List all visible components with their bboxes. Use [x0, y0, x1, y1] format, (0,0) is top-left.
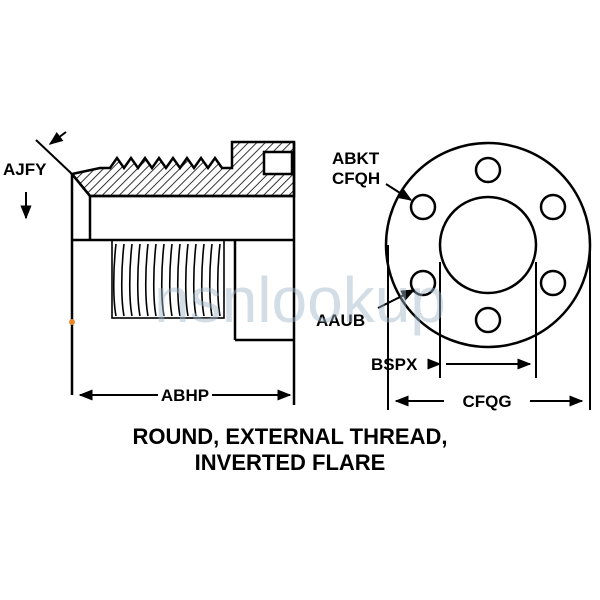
watermark-dot: [69, 319, 75, 325]
ajfy-label: AJFY: [3, 160, 47, 179]
side-view: [69, 140, 296, 405]
bolt-hole: [539, 269, 567, 297]
cfqg-dimension: [387, 245, 591, 410]
cfqh-label: CFQH: [332, 169, 380, 188]
aaub-label: AAUB: [316, 311, 365, 330]
watermark: nsnlookup: [154, 264, 446, 336]
bore-circle: [438, 195, 538, 295]
upper-wall-section: [69, 140, 296, 198]
head-slot: [262, 150, 294, 176]
bolt-hole: [474, 306, 502, 334]
ajfy-dimension: [20, 131, 73, 220]
bspx-dimension: [427, 262, 537, 378]
abkt-label: ABKT: [332, 149, 380, 168]
bolt-hole: [409, 193, 437, 221]
caption-line-2: INVERTED FLARE: [195, 450, 386, 475]
abkt-leader: [385, 183, 413, 201]
bolt-hole: [474, 156, 502, 184]
abhp-label: ABHP: [161, 386, 209, 405]
bolt-hole: [409, 269, 437, 297]
thread-body: [111, 239, 225, 319]
aaub-leader: [377, 289, 416, 309]
cfqg-label: CFQG: [462, 392, 511, 411]
bolt-hole: [539, 193, 567, 221]
caption-line-1: ROUND, EXTERNAL THREAD,: [133, 424, 448, 449]
bspx-label: BSPX: [371, 355, 418, 374]
